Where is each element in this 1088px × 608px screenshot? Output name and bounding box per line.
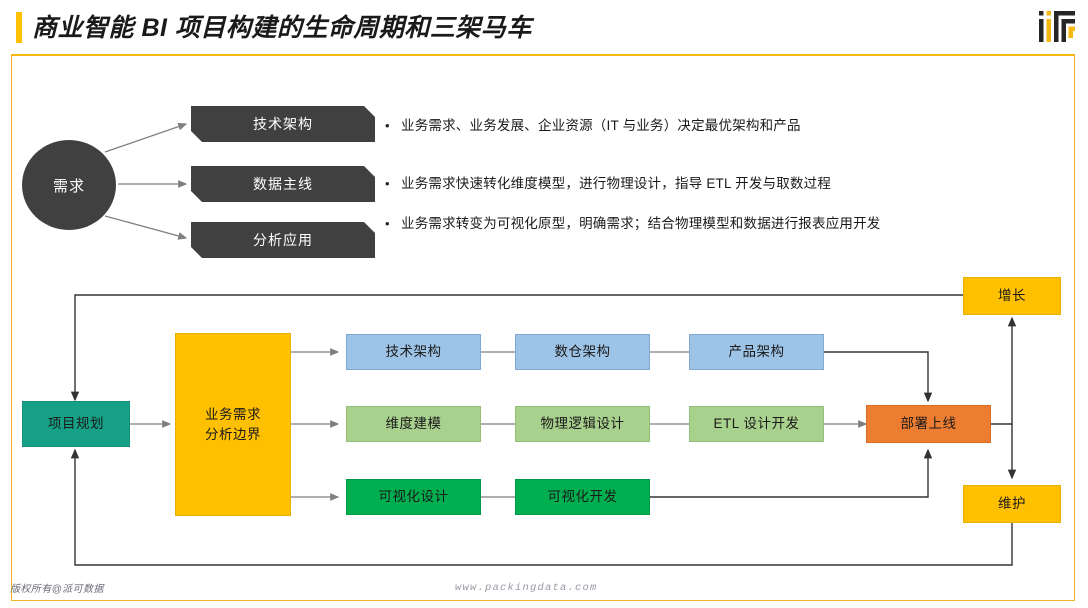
flow-node-business-scope[interactable]: 业务需求 分析边界: [175, 333, 291, 516]
pillar-data-mainline: 数据主线: [191, 166, 375, 202]
flow-node-dimensional-modeling[interactable]: 维度建模: [346, 406, 481, 442]
flow-node-label: 产品架构: [728, 344, 785, 359]
flow-node-label-line2: 分析边界: [205, 426, 261, 442]
flow-node-product-architecture[interactable]: 产品架构: [689, 334, 824, 370]
flow-node-label: 可视化设计: [378, 489, 449, 504]
flow-node-visualization-design[interactable]: 可视化设计: [346, 479, 481, 515]
header-divider: [11, 54, 1075, 56]
flow-node-growth[interactable]: 增长: [963, 277, 1061, 315]
pillar-tech-architecture: 技术架构: [191, 106, 375, 142]
flow-node-label: 增长: [998, 288, 1026, 303]
flow-node-maintenance[interactable]: 维护: [963, 485, 1061, 523]
flow-node-tech-architecture[interactable]: 技术架构: [346, 334, 481, 370]
pillar-label: 分析应用: [253, 232, 313, 248]
flow-node-label: 技术架构: [385, 344, 442, 359]
bullet-text: 业务需求、业务发展、企业资源（IT 与业务）决定最优架构和产品: [401, 118, 801, 133]
bullet-text: 业务需求快速转化维度模型，进行物理设计，指导 ETL 开发与取数过程: [401, 176, 832, 191]
source-node-need: 需求: [22, 140, 116, 230]
website-text: www.packingdata.com: [455, 582, 598, 594]
bullet-item: • 业务需求快速转化维度模型，进行物理设计，指导 ETL 开发与取数过程: [385, 174, 831, 193]
flow-node-label: 可视化开发: [547, 489, 618, 504]
flow-node-label: 部署上线: [900, 416, 957, 431]
flow-node-physical-logical-design[interactable]: 物理逻辑设计: [515, 406, 650, 442]
pillar-analysis-application: 分析应用: [191, 222, 375, 258]
content-frame: [11, 55, 1075, 601]
source-node-label: 需求: [52, 177, 85, 195]
flow-node-etl-design-development[interactable]: ETL 设计开发: [689, 406, 824, 442]
flow-node-label: 维护: [998, 496, 1026, 511]
page-title: 商业智能 BI 项目构建的生命周期和三架马车: [32, 14, 532, 42]
flow-node-label: 项目规划: [48, 416, 104, 431]
ifr-logo: [1039, 11, 1075, 42]
bullet-marker: •: [385, 176, 390, 191]
title-accent-bar: [16, 12, 22, 43]
flow-node-label-line1: 业务需求: [205, 406, 261, 422]
bullet-text: 业务需求转变为可视化原型，明确需求；结合物理模型和数据进行报表应用开发: [401, 216, 881, 231]
bullet-item: • 业务需求转变为可视化原型，明确需求；结合物理模型和数据进行报表应用开发: [385, 214, 881, 233]
flow-node-label: 物理逻辑设计: [540, 416, 625, 431]
bullet-marker: •: [385, 216, 390, 231]
bullet-item: • 业务需求、业务发展、企业资源（IT 与业务）决定最优架构和产品: [385, 116, 801, 135]
flow-node-label: ETL 设计开发: [713, 416, 800, 431]
flow-node-visualization-development[interactable]: 可视化开发: [515, 479, 650, 515]
flow-node-warehouse-architecture[interactable]: 数仓架构: [515, 334, 650, 370]
flow-node-label: 维度建模: [385, 416, 442, 431]
flow-node-project-planning[interactable]: 项目规划: [22, 401, 130, 447]
flow-node-label: 数仓架构: [554, 344, 611, 359]
copyright-text: 版权所有@派可数据: [10, 584, 104, 595]
pillar-label: 数据主线: [253, 176, 313, 192]
bullet-marker: •: [385, 118, 390, 133]
flow-node-deploy-launch[interactable]: 部署上线: [866, 405, 991, 443]
pillar-label: 技术架构: [253, 116, 313, 132]
